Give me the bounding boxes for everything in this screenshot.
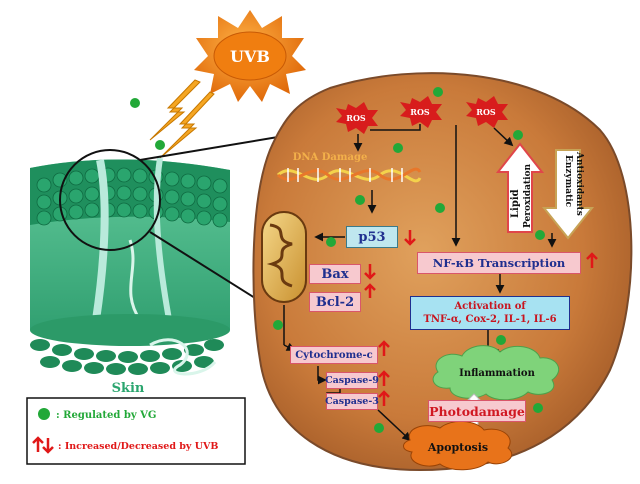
- caspase9-label: Caspase-9: [325, 375, 379, 386]
- lipid-peroxidation-arrow: [495, 142, 545, 233]
- legend-red-arrows: [32, 436, 54, 454]
- legend-box: [26, 397, 246, 465]
- activation-label-1: Activation of: [454, 301, 526, 312]
- ros-label-1: ROS: [346, 113, 366, 123]
- apoptosis-blob: [403, 421, 513, 471]
- legend-regulated-text: : Regulated by VG: [56, 410, 156, 421]
- vg-regulation-dots: [130, 87, 545, 433]
- magnifier-circle: [59, 149, 161, 251]
- legend-changed-text: : Increased/Decreased by UVB: [58, 441, 218, 452]
- activation-label-2: TNF-α, Cox-2, IL-1, IL-6: [423, 314, 557, 325]
- nfkb-box: NF-κB Transcription: [417, 252, 581, 274]
- dna-damage-label: DNA Damage: [293, 152, 368, 163]
- skin-illustration: [30, 157, 230, 376]
- inflammation-cloud: [432, 345, 560, 401]
- sun-label: UVB: [230, 47, 270, 66]
- caspase3-label: Caspase-3: [325, 396, 379, 407]
- ros-label-3: ROS: [476, 107, 496, 117]
- enzymatic-label-1: Enzymatic: [563, 155, 573, 208]
- zoom-line-top: [139, 134, 291, 161]
- caspase9-box: Caspase-9: [325, 372, 379, 389]
- bax-label: Bax: [321, 266, 349, 282]
- ros-label-2: ROS: [410, 107, 430, 117]
- ros-splat-3: [466, 96, 508, 128]
- p53-label: p53: [358, 229, 386, 245]
- p53-box: p53: [346, 226, 398, 248]
- nfkb-label: NF-κB Transcription: [432, 256, 566, 270]
- photodamage-box: Photodamage: [428, 400, 526, 422]
- sun: [194, 10, 306, 102]
- skin-label: Skin: [112, 381, 145, 396]
- lipid-label-1: Lipid: [510, 189, 521, 218]
- uvb-change-arrows: [364, 230, 598, 406]
- bcl2-label: Bcl-2: [315, 294, 355, 310]
- inflammation-label: Inflammation: [459, 368, 535, 379]
- cytochrome-label: Cytochrome-c: [295, 349, 373, 361]
- ros-splat-1: [336, 102, 378, 134]
- cytochrome-box: Cytochrome-c: [290, 346, 378, 364]
- bax-box: Bax: [309, 264, 361, 284]
- legend-green-dot: [38, 408, 50, 420]
- dna-helix: [277, 167, 422, 183]
- photodamage-label: Photodamage: [429, 403, 525, 419]
- caspase3-box: Caspase-3: [325, 393, 379, 410]
- lipid-label-2: Peroxidation: [523, 164, 533, 228]
- enzymatic-antioxidants-arrow: [541, 149, 595, 240]
- activation-box: Activation of TNF-α, Cox-2, IL-1, IL-6: [410, 296, 570, 330]
- ros-splat-2: [400, 96, 442, 128]
- lightning-bolts: [149, 79, 215, 159]
- apoptosis-label: Apoptosis: [427, 441, 488, 454]
- mitochondrion: [261, 211, 307, 303]
- enzymatic-label-2: Antioxidants: [574, 151, 584, 216]
- bcl2-box: Bcl-2: [309, 292, 361, 312]
